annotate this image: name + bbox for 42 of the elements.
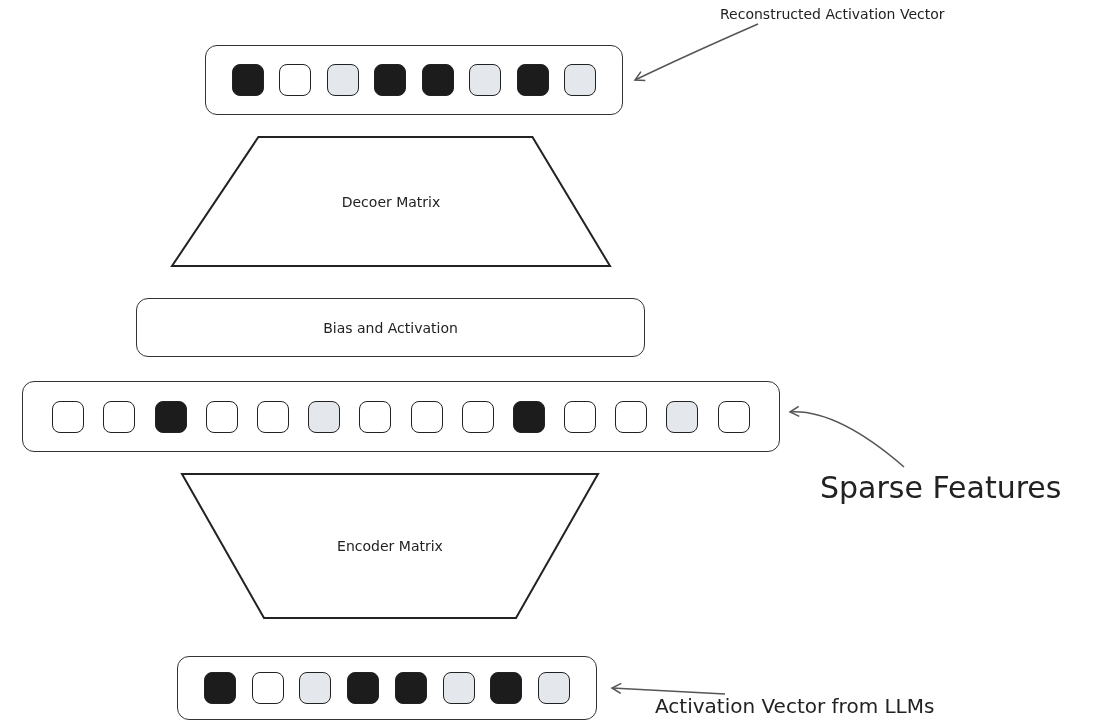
- vector-cell: [512, 400, 545, 433]
- vector-cell: [421, 64, 454, 96]
- vector-cell: [103, 400, 136, 433]
- vector-bar: [205, 45, 623, 115]
- annotation-text: Activation Vector from LLMs: [655, 694, 935, 718]
- vector-cell: [469, 64, 502, 96]
- annotation-text: Sparse Features: [820, 470, 1062, 505]
- annotation-text: Reconstructed Activation Vector: [720, 6, 945, 22]
- layer-box: Bias and Activation: [136, 298, 645, 357]
- matrix-label: Decoer Matrix: [341, 193, 441, 210]
- vector-bar: [177, 656, 597, 720]
- vector-cell: [490, 672, 523, 704]
- vector-cell: [52, 400, 85, 433]
- vector-cell: [394, 672, 427, 704]
- leader-arrow: [789, 406, 905, 468]
- vector-cell: [231, 64, 264, 96]
- vector-cell: [205, 400, 238, 433]
- vector-cell: [516, 64, 549, 96]
- vector-cell: [717, 400, 750, 433]
- vector-cell: [461, 400, 494, 433]
- vector-cell: [538, 672, 571, 704]
- vector-cell: [666, 400, 699, 433]
- vector-cell: [615, 400, 648, 433]
- vector-cell: [442, 672, 475, 704]
- vector-cell: [251, 672, 284, 704]
- vector-cell: [203, 672, 236, 704]
- matrix-label: Encoder Matrix: [337, 538, 443, 554]
- vector-cell: [374, 64, 407, 96]
- vector-cell: [410, 400, 443, 433]
- vector-cell: [359, 400, 392, 433]
- vector-cell: [154, 400, 187, 433]
- vector-cell: [326, 64, 359, 96]
- leader-arrow: [611, 682, 726, 695]
- vector-cell: [299, 672, 332, 704]
- vector-cell: [347, 672, 380, 704]
- vector-cell: [279, 64, 312, 96]
- vector-cell: [308, 400, 341, 433]
- vector-cell: [564, 400, 597, 433]
- vector-cell: [564, 64, 597, 96]
- leader-arrow: [634, 23, 759, 82]
- vector-cell: [256, 400, 289, 433]
- vector-bar: [22, 381, 780, 452]
